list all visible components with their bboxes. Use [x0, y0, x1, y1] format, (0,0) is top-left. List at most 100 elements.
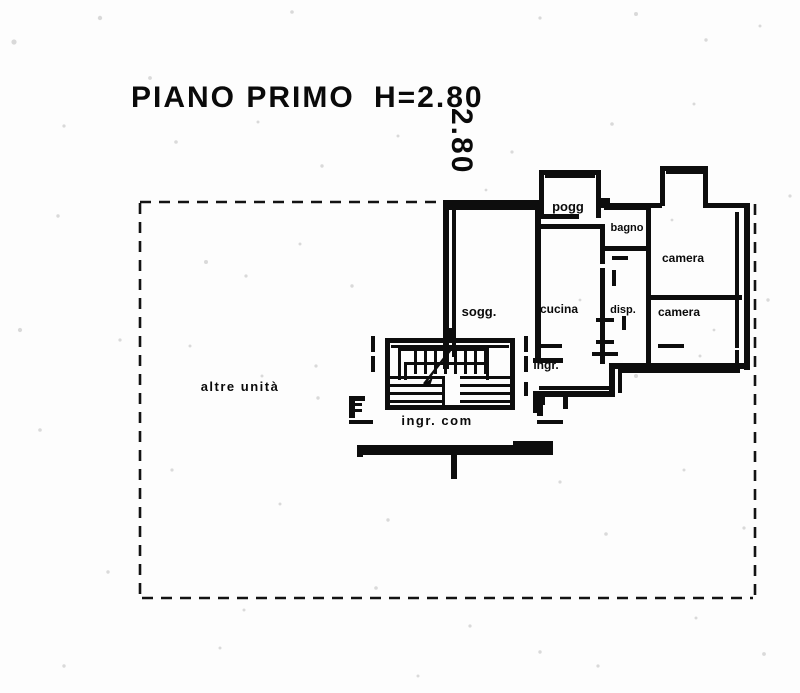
stair-top-stub	[447, 328, 452, 339]
wall-step-vert-a-inner	[618, 369, 622, 393]
room-label-camera-2: camera	[658, 305, 700, 319]
building-interior-walls	[533, 205, 742, 409]
stair-frame-top-inner	[391, 345, 509, 348]
stair-arrow-head	[424, 377, 433, 386]
common-entrance-walls	[349, 336, 563, 479]
tick-stair-left-b	[371, 356, 375, 372]
wall-cucina-bagno	[600, 224, 605, 264]
stair-tread-v6	[464, 348, 467, 374]
property-boundary	[138, 200, 757, 600]
tick-stair-left-a	[371, 336, 375, 352]
wall-ingr-stub	[563, 391, 568, 409]
stair-tread-hl4	[390, 400, 442, 403]
wall-pogg-bottom-a	[539, 214, 579, 219]
pier-right-vert	[537, 396, 543, 416]
pier-left-horz	[349, 396, 365, 401]
stair-well-right	[486, 348, 489, 380]
stair-tread-v4	[444, 348, 447, 374]
wall-ingr-top	[533, 358, 563, 363]
room-label-cucina: cucina	[540, 302, 578, 316]
wall-sogg-top	[443, 200, 539, 206]
wall-pogg-top-inner	[545, 175, 595, 178]
pier-left-vert	[349, 396, 355, 418]
wall-upper-right	[705, 203, 750, 208]
wall-pogg-right	[596, 170, 601, 218]
wall-ingr-bottom	[541, 391, 565, 396]
room-labels: pogg bagno camera sogg. cucina disp. cam…	[201, 199, 705, 428]
wall-entrance-bottom-b	[513, 441, 553, 447]
pier-right-cap	[537, 396, 541, 400]
wall-balcony2-top	[660, 166, 708, 171]
room-label-ingr: ingr.	[533, 358, 558, 372]
wall-pogg-left	[539, 170, 544, 216]
wall-entrance-tstub	[451, 451, 457, 479]
wall-sogg-top-inner	[449, 206, 535, 210]
wall-short-left	[349, 420, 373, 424]
wall-balcony2-left	[660, 166, 665, 206]
door-jamb-bagno	[612, 256, 628, 260]
room-label-sogg: sogg.	[462, 304, 497, 319]
wall-entrance-bottom-left	[357, 445, 363, 457]
stair-tread-v3	[434, 348, 437, 374]
door-jamb-disp-b	[596, 340, 614, 344]
room-label-pogg: pogg	[552, 199, 584, 214]
stair-landing-top	[398, 348, 486, 351]
stair-tread-hr1	[460, 376, 510, 379]
wall-balcony2-right	[703, 166, 708, 208]
door-jamb-ingr	[592, 352, 618, 356]
wall-right-inner-low	[735, 350, 739, 364]
wall-short-right	[537, 420, 563, 424]
wall-entrance-bottom-a-inner	[363, 451, 553, 455]
scan-noise	[11, 10, 792, 678]
stair-frame-left	[385, 338, 390, 410]
wall-right-outer	[744, 203, 750, 355]
wall-bagno-top	[604, 205, 650, 210]
wall-sogg-cucina-b	[535, 228, 541, 344]
room-label-altre-unita: altre unità	[201, 379, 280, 394]
wall-pogg-top	[539, 170, 601, 175]
stair-tread-hl3	[390, 392, 442, 395]
wall-sogg-left-inner	[452, 209, 456, 357]
wall-cucina-disp	[600, 268, 605, 364]
door-jamb-cucina	[540, 344, 562, 348]
room-label-camera-1: camera	[662, 251, 704, 265]
stair-landing-left	[398, 348, 401, 380]
wall-balcony2-top-inner	[666, 171, 703, 174]
stair-tread-v8	[484, 348, 487, 374]
wall-bottom-right-upper	[614, 363, 746, 369]
wall-sogg-cucina-c	[535, 340, 541, 362]
stair-tread-v2	[424, 348, 427, 374]
staircase	[385, 328, 515, 410]
door-jamb-disp-a	[596, 318, 614, 322]
door-jamb-disp-v	[622, 316, 626, 330]
ceiling-height-rotated-label: 2.80	[445, 108, 478, 174]
wall-right-outer-low	[744, 350, 750, 370]
stair-center-v	[442, 376, 445, 406]
wall-pogg-bottom-b	[539, 224, 601, 229]
stair-frame-right	[510, 338, 515, 410]
stair-well-left	[404, 362, 407, 380]
page-title: PIANO PRIMO	[131, 81, 355, 114]
wall-bagno-camera	[646, 208, 651, 320]
tick-stair-right-c	[524, 382, 528, 396]
wall-camera1-camera2	[646, 295, 742, 300]
stair-tread-v1	[414, 348, 417, 374]
room-label-bagno: bagno	[611, 222, 644, 234]
wall-sogg-cucina-a	[535, 206, 541, 244]
stair-frame-bottom	[385, 405, 515, 410]
wall-disp-camera2	[646, 300, 651, 364]
wall-bottom-right-lower	[533, 391, 615, 397]
stair-frame-top	[385, 338, 515, 343]
wall-right-inner	[735, 212, 739, 348]
tick-stair-right-a	[524, 336, 528, 352]
stair-direction-arrow	[423, 347, 453, 385]
wall-sogg-left-outer	[443, 200, 449, 360]
wall-upper-mid-step	[600, 198, 610, 204]
wall-bagno-bottom	[604, 246, 646, 251]
room-label-disp: disp.	[610, 304, 636, 316]
stair-tread-hr3	[460, 392, 510, 395]
ceiling-height-label: H=2.80	[374, 81, 484, 114]
stair-tread-hl1	[390, 376, 442, 379]
stair-tread-hl2	[390, 384, 442, 387]
